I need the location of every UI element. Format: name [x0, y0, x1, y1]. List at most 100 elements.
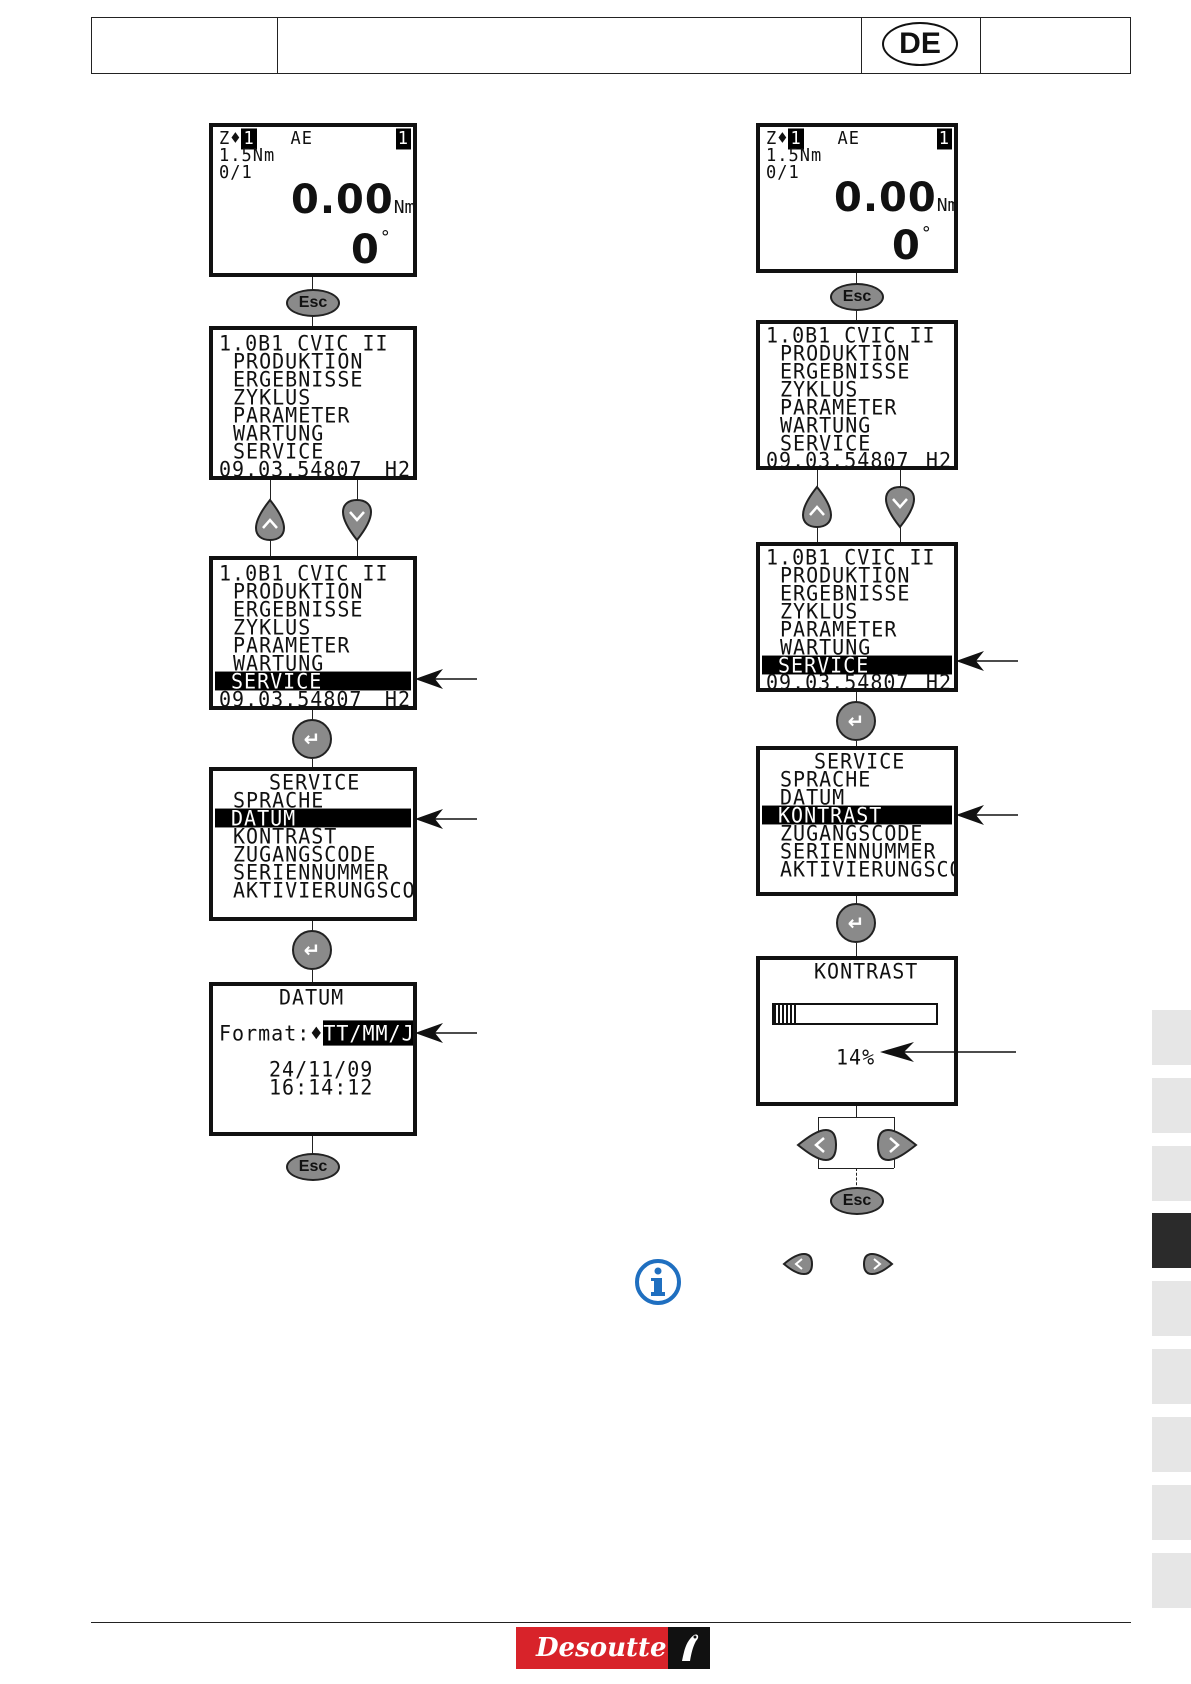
- firmware-version: 09.03.54807: [219, 686, 363, 710]
- pointer-arrow-icon: [415, 809, 477, 829]
- arrow-down-key-icon[interactable]: [884, 485, 916, 529]
- brand-logo: Desoutter: [516, 1627, 710, 1669]
- menu-item-zyklus: ZYKLUS: [780, 598, 859, 624]
- menu-title: 1.0B1 CVIC II: [766, 544, 936, 570]
- contrast-bar-fill: [774, 1005, 797, 1023]
- arrow-up-key-icon[interactable]: [254, 498, 286, 542]
- arrow-down-key-icon[interactable]: [341, 498, 373, 542]
- torque-unit: Nm: [936, 195, 958, 216]
- esc-button[interactable]: Esc: [830, 1187, 884, 1215]
- arrow-right-key-icon[interactable]: [876, 1128, 918, 1162]
- hardware-version: H2: [384, 456, 411, 480]
- angle-value: 0: [892, 223, 921, 269]
- service-title: SERVICE: [814, 748, 906, 774]
- brand-name: Desoutter: [536, 1633, 681, 1663]
- menu-item-ergebnisse: ERGEBNISSE: [233, 366, 364, 392]
- enter-button[interactable]: ↵: [292, 719, 332, 759]
- menu-item-produktion: PRODUKTION: [233, 578, 364, 604]
- section-tab: [1152, 1417, 1191, 1472]
- service-title: SERVICE: [269, 769, 361, 795]
- section-tab: [1152, 1078, 1191, 1133]
- esc-button[interactable]: Esc: [830, 283, 884, 311]
- page-header: [91, 17, 1131, 74]
- program-number: 1: [241, 128, 257, 150]
- header-divider: [861, 18, 862, 73]
- arrow-up-key-icon[interactable]: [801, 485, 833, 529]
- esc-button[interactable]: Esc: [286, 1153, 340, 1181]
- service-item-aktivierungscode: AKTIVIERUNGSCOD: [233, 877, 417, 903]
- menu-item-produktion: PRODUKTION: [233, 348, 364, 374]
- menu-item-service: SERVICE: [780, 430, 872, 456]
- arrow-right-key-icon: [862, 1252, 894, 1276]
- lcd-main-screen: Z♦1 AE 1 1.5Nm 0/1 0.00Nm 0°: [209, 123, 417, 277]
- pointer-arrow-icon: [415, 669, 477, 689]
- section-tab: [1152, 1010, 1191, 1065]
- menu-item-ergebnisse: ERGEBNISSE: [780, 580, 911, 606]
- torque-value: 0.00: [834, 175, 937, 221]
- section-tab: [1152, 1281, 1191, 1336]
- menu-item-wartung: WARTUNG: [780, 634, 872, 660]
- angle-unit: °: [379, 227, 391, 248]
- bird-logo-icon: [668, 1627, 710, 1669]
- hardware-version: H2: [384, 686, 411, 710]
- lcd-kontrast-screen: KONTRAST 14%: [756, 956, 958, 1106]
- tool-indicator: Z♦: [766, 128, 789, 150]
- cycle-count: 0/1: [219, 162, 253, 184]
- lcd-datum-screen: DATUM Format:♦TT/MM/JJ 24/11/09 16:14:12: [209, 982, 417, 1136]
- enter-arrow-icon: ↵: [303, 727, 321, 751]
- info-icon: [635, 1259, 681, 1305]
- menu-item-parameter: PARAMETER: [233, 632, 351, 658]
- channel-number: 1: [395, 128, 411, 150]
- section-tab: [1152, 1146, 1191, 1201]
- service-item-zugangscode: ZUGANGSCODE: [780, 820, 924, 846]
- header-divider: [277, 18, 278, 73]
- tool-indicator: Z♦: [219, 128, 242, 150]
- header-divider: [980, 18, 981, 73]
- lcd-menu-screen: 1.0B1 CVIC II PRODUKTION ERGEBNISSE ZYKL…: [756, 320, 958, 470]
- channel-number: 1: [936, 128, 952, 150]
- esc-button[interactable]: Esc: [286, 289, 340, 317]
- menu-item-zyklus: ZYKLUS: [233, 614, 312, 640]
- menu-item-zyklus: ZYKLUS: [780, 376, 859, 402]
- program-number: 1: [788, 128, 804, 150]
- enter-arrow-icon: ↵: [847, 911, 865, 935]
- datum-title: DATUM: [279, 984, 345, 1010]
- menu-item-wartung: WARTUNG: [233, 650, 325, 676]
- enter-button[interactable]: ↵: [836, 701, 876, 741]
- menu-item-service: SERVICE: [233, 438, 325, 464]
- section-tab: [1152, 1553, 1191, 1608]
- menu-item-parameter: PARAMETER: [780, 616, 898, 642]
- angle-value: 0: [351, 227, 380, 273]
- contrast-bar: [772, 1003, 938, 1025]
- lcd-menu-service-selected: 1.0B1 CVIC II PRODUKTION ERGEBNISSE ZYKL…: [756, 542, 958, 692]
- pointer-arrow-icon: [880, 1042, 1016, 1062]
- menu-title: 1.0B1 CVIC II: [766, 322, 936, 348]
- service-item-seriennummer: SERIENNUMMER: [780, 838, 937, 864]
- service-item-zugangscode: ZUGANGSCODE: [233, 841, 377, 867]
- firmware-version: 09.03.54807: [766, 669, 910, 692]
- service-item-aktivierungscode: AKTIVIERUNGSCOD: [780, 856, 958, 882]
- menu-item-produktion: PRODUKTION: [780, 562, 911, 588]
- lcd-menu-service-selected: 1.0B1 CVIC II PRODUKTION ERGEBNISSE ZYKL…: [209, 556, 417, 710]
- service-item-sprache: SPRACHE: [780, 766, 872, 792]
- format-indicator-icon: ♦: [310, 1020, 324, 1046]
- menu-title: 1.0B1 CVIC II: [219, 330, 389, 356]
- hardware-version: H2: [925, 447, 952, 470]
- enter-arrow-icon: ↵: [303, 938, 321, 962]
- mode-label: AE: [837, 128, 860, 150]
- enter-button[interactable]: ↵: [836, 903, 876, 943]
- contrast-value: 14%: [836, 1044, 876, 1070]
- menu-item-parameter: PARAMETER: [233, 402, 351, 428]
- menu-item-produktion: PRODUKTION: [780, 340, 911, 366]
- service-item-kontrast: KONTRAST: [233, 823, 338, 849]
- lcd-service-screen: SERVICE SPRACHE DATUM KONTRAST ZUGANGSCO…: [209, 767, 417, 921]
- menu-title: 1.0B1 CVIC II: [219, 560, 389, 586]
- torque-unit: Nm: [393, 197, 416, 218]
- arrow-left-key-icon[interactable]: [796, 1128, 838, 1162]
- target-torque: 1.5Nm: [766, 145, 823, 167]
- format-value: TT/MM/JJ: [323, 1020, 413, 1046]
- datum-time: 16:14:12: [269, 1074, 374, 1100]
- hardware-version: H2: [925, 669, 952, 692]
- enter-button[interactable]: ↵: [292, 930, 332, 970]
- section-tab-active: [1152, 1213, 1191, 1268]
